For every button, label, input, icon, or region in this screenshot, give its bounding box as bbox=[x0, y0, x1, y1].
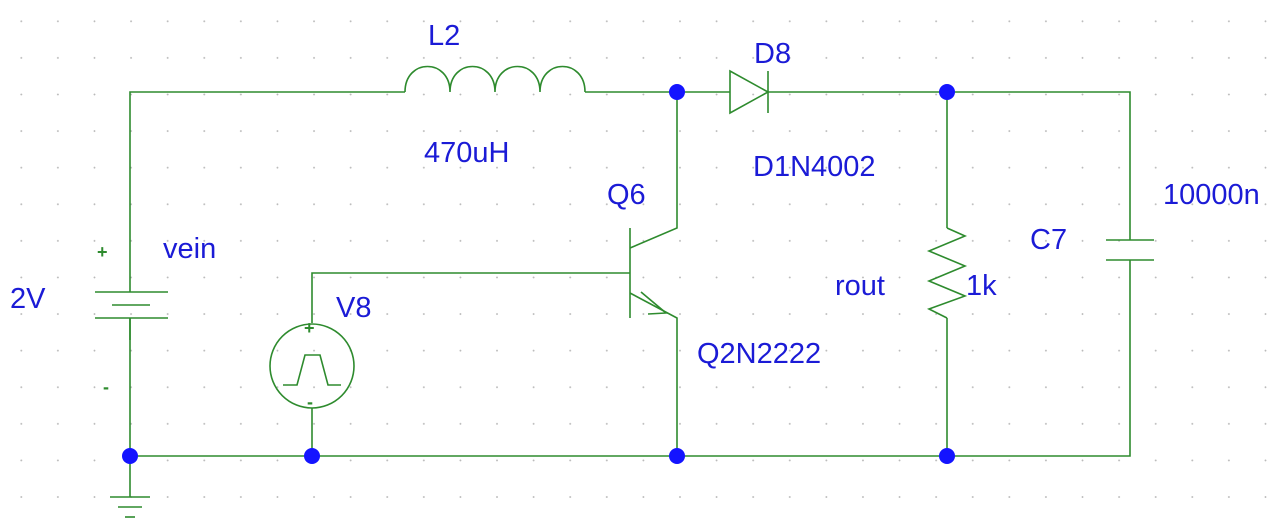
wire-emitter[interactable] bbox=[629, 292, 678, 456]
pulse-source-v8[interactable] bbox=[269, 323, 355, 409]
rout-label: rout bbox=[835, 270, 885, 302]
wire-collector[interactable] bbox=[629, 92, 678, 249]
d8-value: D1N4002 bbox=[753, 151, 876, 183]
rout-value: 1k bbox=[966, 270, 997, 302]
diode-d8[interactable] bbox=[729, 69, 770, 115]
junction-node bbox=[304, 448, 320, 464]
l2-label: L2 bbox=[428, 20, 460, 52]
inductor-l2[interactable] bbox=[404, 65, 586, 93]
wire-cap-bottom[interactable] bbox=[129, 260, 1131, 457]
v8-plus-sign: + bbox=[304, 318, 315, 338]
battery-vein[interactable] bbox=[95, 291, 168, 340]
q6-label: Q6 bbox=[607, 179, 646, 211]
vein-plus-sign: + bbox=[97, 242, 108, 262]
c7-label: C7 bbox=[1030, 224, 1067, 256]
vein-minus-sign: - bbox=[103, 377, 109, 397]
d8-label: D8 bbox=[754, 38, 791, 70]
wire-base[interactable] bbox=[311, 272, 630, 323]
vein-value: 2V bbox=[10, 283, 46, 315]
ground-icon bbox=[110, 496, 150, 518]
junction-node bbox=[122, 448, 138, 464]
junction-node bbox=[669, 448, 685, 464]
wire-diode-to-output[interactable] bbox=[768, 91, 1131, 240]
wires bbox=[129, 91, 1131, 497]
capacitor-c7[interactable] bbox=[1106, 239, 1154, 261]
v8-label: V8 bbox=[336, 292, 371, 324]
v8-minus-sign: - bbox=[307, 392, 313, 412]
wire-top-left[interactable] bbox=[129, 91, 405, 292]
junction-node bbox=[939, 448, 955, 464]
vein-label: vein bbox=[163, 233, 216, 265]
junction-node bbox=[939, 84, 955, 100]
l2-value: 470uH bbox=[424, 137, 509, 169]
junction-node bbox=[669, 84, 685, 100]
resistor-rout[interactable] bbox=[926, 227, 968, 319]
c7-value: 10000n bbox=[1163, 179, 1260, 211]
transistor-q6[interactable] bbox=[629, 228, 669, 318]
junctions bbox=[122, 84, 955, 464]
q6-value: Q2N2222 bbox=[697, 338, 821, 370]
